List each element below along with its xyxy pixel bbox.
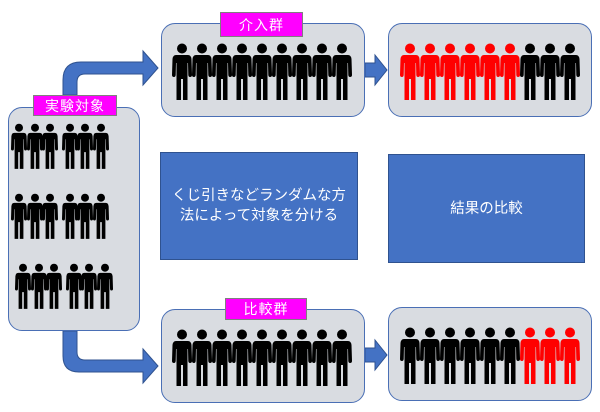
comparison-group-box: [161, 309, 365, 403]
person-icon: [81, 263, 97, 309]
person-icon: [172, 329, 192, 386]
arrow-intervention-to-result: [364, 53, 388, 87]
person-icon: [42, 193, 58, 239]
person-icon: [312, 329, 332, 386]
person-icon: [77, 193, 93, 239]
person-icon: [252, 329, 272, 386]
person-outcome-icon: [540, 327, 560, 384]
person-outcome-icon: [440, 43, 460, 100]
person-outcome-icon: [460, 43, 480, 100]
subjects-row-3: [15, 263, 113, 310]
person-icon: [42, 123, 58, 169]
person-icon: [232, 43, 252, 100]
person-icon: [500, 327, 520, 384]
person-icon: [560, 43, 580, 100]
person-icon: [11, 123, 27, 169]
comparison-group-label: 比較群: [225, 298, 307, 320]
person-icon: [540, 43, 560, 100]
person-icon: [332, 329, 352, 386]
comparison-people: [172, 329, 352, 387]
person-icon: [312, 43, 332, 100]
intervention-group-label: 介入群: [220, 12, 303, 37]
person-icon: [15, 263, 31, 309]
comparison-result-people: [400, 327, 580, 385]
person-icon: [192, 43, 212, 100]
intervention-people: [172, 43, 352, 101]
comparison-result-box: [388, 307, 592, 401]
person-icon: [480, 327, 500, 384]
person-icon: [272, 329, 292, 386]
person-icon: [252, 43, 272, 100]
person-icon: [400, 327, 420, 384]
subjects-row-1: [11, 123, 109, 170]
person-icon: [26, 123, 43, 169]
subjects-box: [8, 107, 140, 331]
person-icon: [61, 123, 78, 169]
subjects-label: 実験対象: [33, 95, 117, 116]
person-icon: [232, 329, 252, 386]
person-icon: [26, 193, 43, 239]
person-outcome-icon: [560, 327, 580, 384]
person-outcome-icon: [480, 43, 500, 100]
person-outcome-icon: [420, 43, 440, 100]
person-outcome-icon: [520, 327, 540, 384]
person-outcome-icon: [500, 43, 520, 100]
person-icon: [65, 263, 82, 309]
person-icon: [292, 329, 312, 386]
person-outcome-icon: [400, 43, 420, 100]
intervention-result-people: [400, 43, 580, 101]
person-icon: [460, 327, 480, 384]
person-icon: [172, 43, 192, 100]
person-icon: [440, 327, 460, 384]
person-icon: [420, 327, 440, 384]
person-icon: [212, 43, 232, 100]
person-icon: [46, 263, 62, 309]
person-icon: [272, 43, 292, 100]
person-icon: [77, 123, 93, 169]
arrow-subjects-to-intervention: [62, 49, 159, 96]
comparison-note: 結果の比較: [388, 154, 585, 263]
person-icon: [30, 263, 47, 309]
person-icon: [96, 263, 113, 309]
person-icon: [212, 329, 232, 386]
person-icon: [332, 43, 352, 100]
person-icon: [92, 123, 109, 169]
person-icon: [92, 193, 109, 239]
person-icon: [292, 43, 312, 100]
randomization-note: くじ引きなどランダムな方法によって対象を分ける: [160, 152, 358, 260]
intervention-group-box: [161, 23, 365, 117]
subjects-row-2: [11, 193, 109, 240]
intervention-result-box: [388, 23, 592, 117]
person-icon: [61, 193, 78, 239]
arrow-comparison-to-result: [364, 338, 388, 372]
person-icon: [11, 193, 27, 239]
arrow-subjects-to-comparison: [62, 330, 159, 385]
person-icon: [192, 329, 212, 386]
person-icon: [520, 43, 540, 100]
